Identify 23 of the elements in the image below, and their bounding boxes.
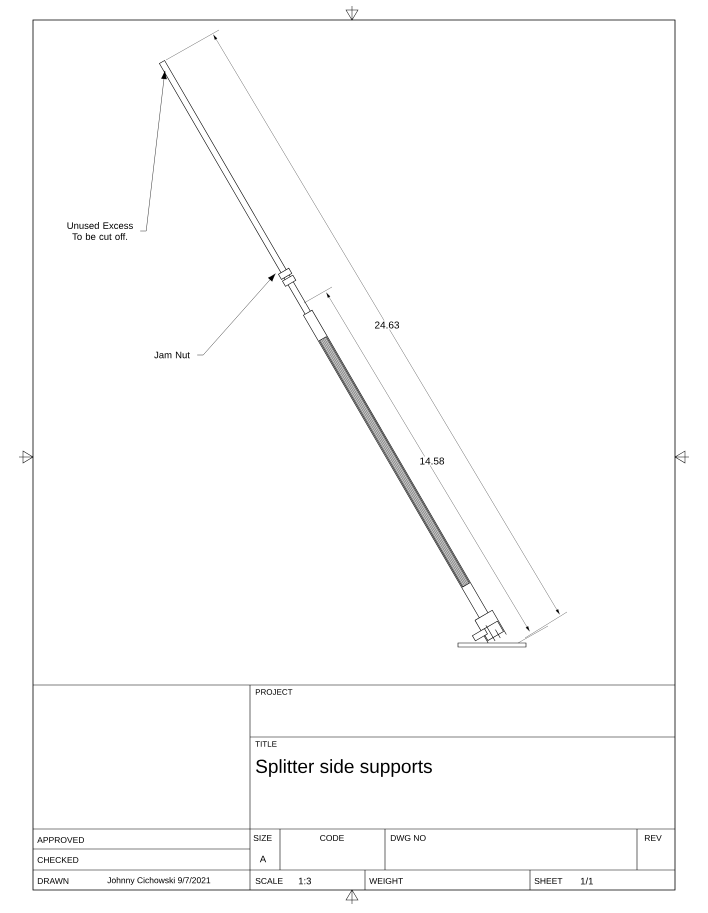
leader-line	[197, 274, 276, 356]
field-label: APPROVED	[37, 837, 84, 843]
field-value: A	[260, 856, 266, 862]
field-label: SIZE	[254, 835, 272, 841]
dimension-value: 24.63	[373, 320, 400, 330]
dimension-value: 14.58	[418, 456, 446, 466]
field-label: REV	[644, 835, 662, 841]
title-text: Splitter side supports	[256, 759, 432, 777]
field-label: CODE	[320, 835, 344, 841]
field-label: PROJECT	[256, 689, 292, 695]
field-label: SCALE	[256, 878, 283, 884]
field-label: DWG NO	[390, 835, 426, 841]
field-label: DRAWN	[38, 878, 68, 884]
leader-line	[140, 70, 167, 232]
field-value: 1/1	[580, 878, 593, 884]
field-label: CHECKED	[38, 857, 78, 863]
field-value: 1:3	[298, 878, 311, 884]
field-label: TITLE	[255, 741, 277, 747]
field-label: WEIGHT	[369, 878, 403, 884]
callout-text: Jam Nut	[154, 352, 190, 358]
field-value: Johnny Cichowski 9/7/2021	[107, 877, 210, 885]
callout-text: Unused Excess To be cut off.	[67, 222, 133, 240]
field-label: SHEET	[534, 878, 562, 884]
